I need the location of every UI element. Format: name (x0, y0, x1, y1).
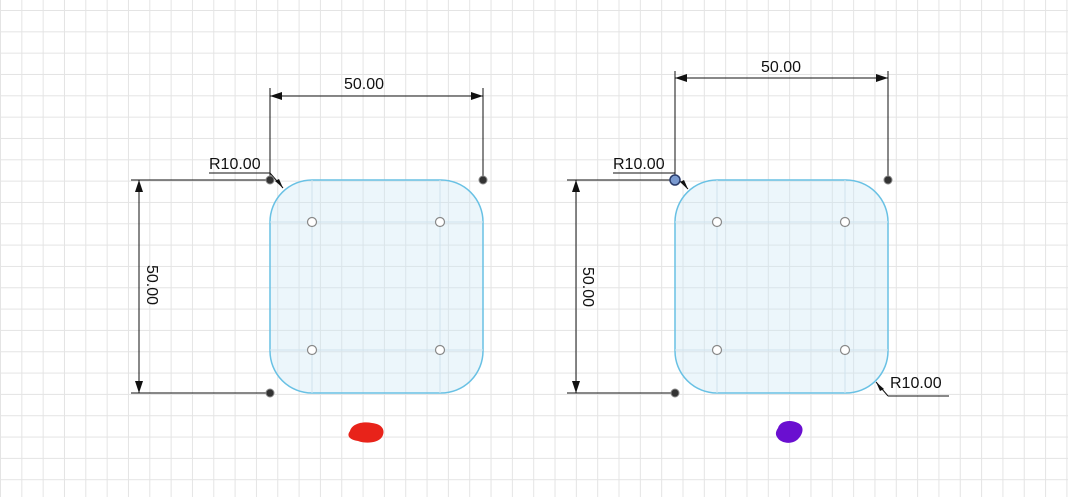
sketch-point[interactable] (670, 388, 680, 398)
radius-dimension[interactable]: R10.00 (209, 156, 284, 189)
radius-dimension-label[interactable]: R10.00 (209, 156, 261, 173)
width-dimension[interactable]: 50.00 (269, 76, 484, 178)
arc-center-point[interactable] (306, 344, 318, 356)
radius-dimension-label[interactable]: R10.00 (613, 156, 665, 173)
selected-sketch-point[interactable] (669, 174, 681, 186)
arc-center-point[interactable] (306, 216, 318, 228)
width-dimension-label[interactable]: 50.00 (761, 59, 801, 76)
sketch-point[interactable] (265, 388, 275, 398)
width-dimension[interactable]: 50.00 (674, 59, 889, 176)
width-dimension-label[interactable]: 50.00 (344, 76, 384, 93)
height-dimension[interactable]: 50.00 (131, 179, 268, 394)
purple-scribble-marker (775, 420, 803, 443)
sketch-point[interactable] (265, 175, 275, 185)
rounded-square-profile[interactable] (269, 179, 484, 394)
arc-center-point[interactable] (839, 216, 851, 228)
sketch-2: 50.00 50.00 R10.00 R10.00 (567, 59, 949, 443)
sketch-point[interactable] (478, 175, 488, 185)
red-scribble-marker (348, 422, 384, 443)
rounded-square-profile[interactable] (674, 179, 889, 394)
radius-dimension-label[interactable]: R10.00 (890, 375, 942, 392)
radius-dimension[interactable]: R10.00 (875, 375, 949, 397)
arc-center-point[interactable] (434, 216, 446, 228)
arc-center-point[interactable] (839, 344, 851, 356)
height-dimension[interactable]: 50.00 (567, 179, 671, 394)
height-dimension-label[interactable]: 50.00 (579, 267, 596, 307)
height-dimension-label[interactable]: 50.00 (143, 265, 160, 305)
arc-center-point[interactable] (711, 216, 723, 228)
arc-center-point[interactable] (434, 344, 446, 356)
radius-dimension[interactable]: R10.00 (613, 156, 689, 190)
sketch-1: 50.00 50.00 R10.00 (131, 76, 488, 443)
arc-center-point[interactable] (711, 344, 723, 356)
sketch-point[interactable] (883, 175, 893, 185)
